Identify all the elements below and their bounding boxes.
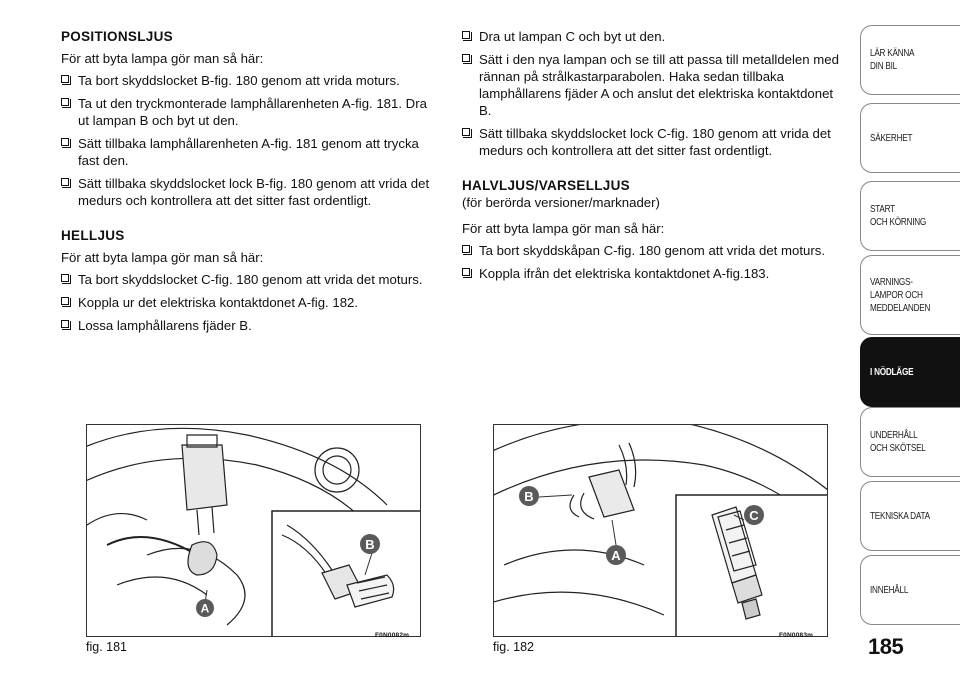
label-c-marker [744,505,764,525]
tab-tekniska-data[interactable]: TEKNISKA DATA [860,481,960,551]
page-number: 185 [868,634,904,659]
headlamp-bulb-drawing-182: B A C [494,425,827,636]
checkbox-bullet-icon [462,31,472,41]
checkbox-bullet-icon [462,245,472,255]
intro-text: För att byta lampa gör man så här: [462,221,665,236]
tab-lar-kanna-din-bil[interactable]: LÄR KÄNNA DIN BIL [860,25,960,95]
list-item: Sätt tillbaka skyddslocket lock C-fig. 1… [462,125,844,159]
list-item: Koppla ur det elektriska kontaktdonet A-… [61,294,441,311]
checkbox-bullet-icon [61,75,71,85]
list-item: Ta bort skyddslocket B-fig. 180 genom at… [61,72,441,89]
right-column: Dra ut lampan C och byt ut den. Sätt i d… [462,28,844,288]
tab-start-och-korning[interactable]: START OCH KÖRNING [860,181,960,251]
list-item: Sätt tillbaka lamphållarenheten A-fig. 1… [61,135,441,169]
tab-i-nodlage[interactable]: I NÖDLÄGE [860,337,960,407]
list-item: Ta bort skyddslocket C-fig. 180 genom at… [61,271,441,288]
figure-caption: fig. 181 [86,640,128,654]
section-heading-halvljus: HALVLJUS/VARSELLJUS [462,178,630,193]
intro-text: För att byta lampa gör man så här: [61,51,264,66]
section-heading-positionsljus: POSITIONSLJUS [61,29,173,44]
checkbox-bullet-icon [61,297,71,307]
svg-text:B: B [365,537,374,552]
figure-181-illustration: A B [86,424,421,637]
tab-varningslampor[interactable]: VARNINGS- LAMPOR OCH MEDDELANDEN [860,255,960,335]
subheading: (för berörda versioner/marknader) [462,195,660,210]
checkbox-bullet-icon [61,178,71,188]
checkbox-bullet-icon [462,54,472,64]
list-item: Koppla ifrån det elektriska kontaktdonet… [462,265,844,282]
tab-innehall[interactable]: INNEHÅLL [860,555,960,625]
svg-text:B: B [524,489,533,504]
label-a-marker [196,599,214,617]
checkbox-bullet-icon [61,320,71,330]
svg-text:A: A [201,602,210,616]
figure-code: F0N0082m [375,632,410,639]
list-item: Sätt tillbaka skyddslocket lock B-fig. 1… [61,175,441,209]
figure-code: F0N0083m [779,632,814,639]
figure-caption: fig. 182 [493,640,535,654]
checkbox-bullet-icon [61,138,71,148]
list-item: Sätt i den nya lampan och se till att pa… [462,51,844,119]
list-item: Lossa lamphållarens fjäder B. [61,317,441,334]
section-heading-helljus: HELLJUS [61,228,125,243]
headlamp-bulb-drawing-181: A B [87,427,420,636]
list-item: Ta bort skyddskåpan C-fig. 180 genom att… [462,242,844,259]
checkbox-bullet-icon [61,98,71,108]
label-b-marker [519,486,539,506]
figure-182-illustration: B A C [493,424,828,637]
svg-text:A: A [611,548,621,563]
svg-text:C: C [749,508,759,523]
left-column: POSITIONSLJUS För att byta lampa gör man… [61,28,441,340]
label-b-marker [360,534,380,554]
tab-underhall-och-skotsel[interactable]: UNDERHÅLL OCH SKÖTSEL [860,407,960,477]
checkbox-bullet-icon [462,268,472,278]
checkbox-bullet-icon [462,128,472,138]
intro-text: För att byta lampa gör man så här: [61,250,264,265]
list-item: Ta ut den tryckmonterade lamphållarenhet… [61,95,441,129]
label-a-marker [606,545,626,565]
list-item: Dra ut lampan C och byt ut den. [462,28,844,45]
tab-sakerhet[interactable]: SÄKERHET [860,103,960,173]
checkbox-bullet-icon [61,274,71,284]
